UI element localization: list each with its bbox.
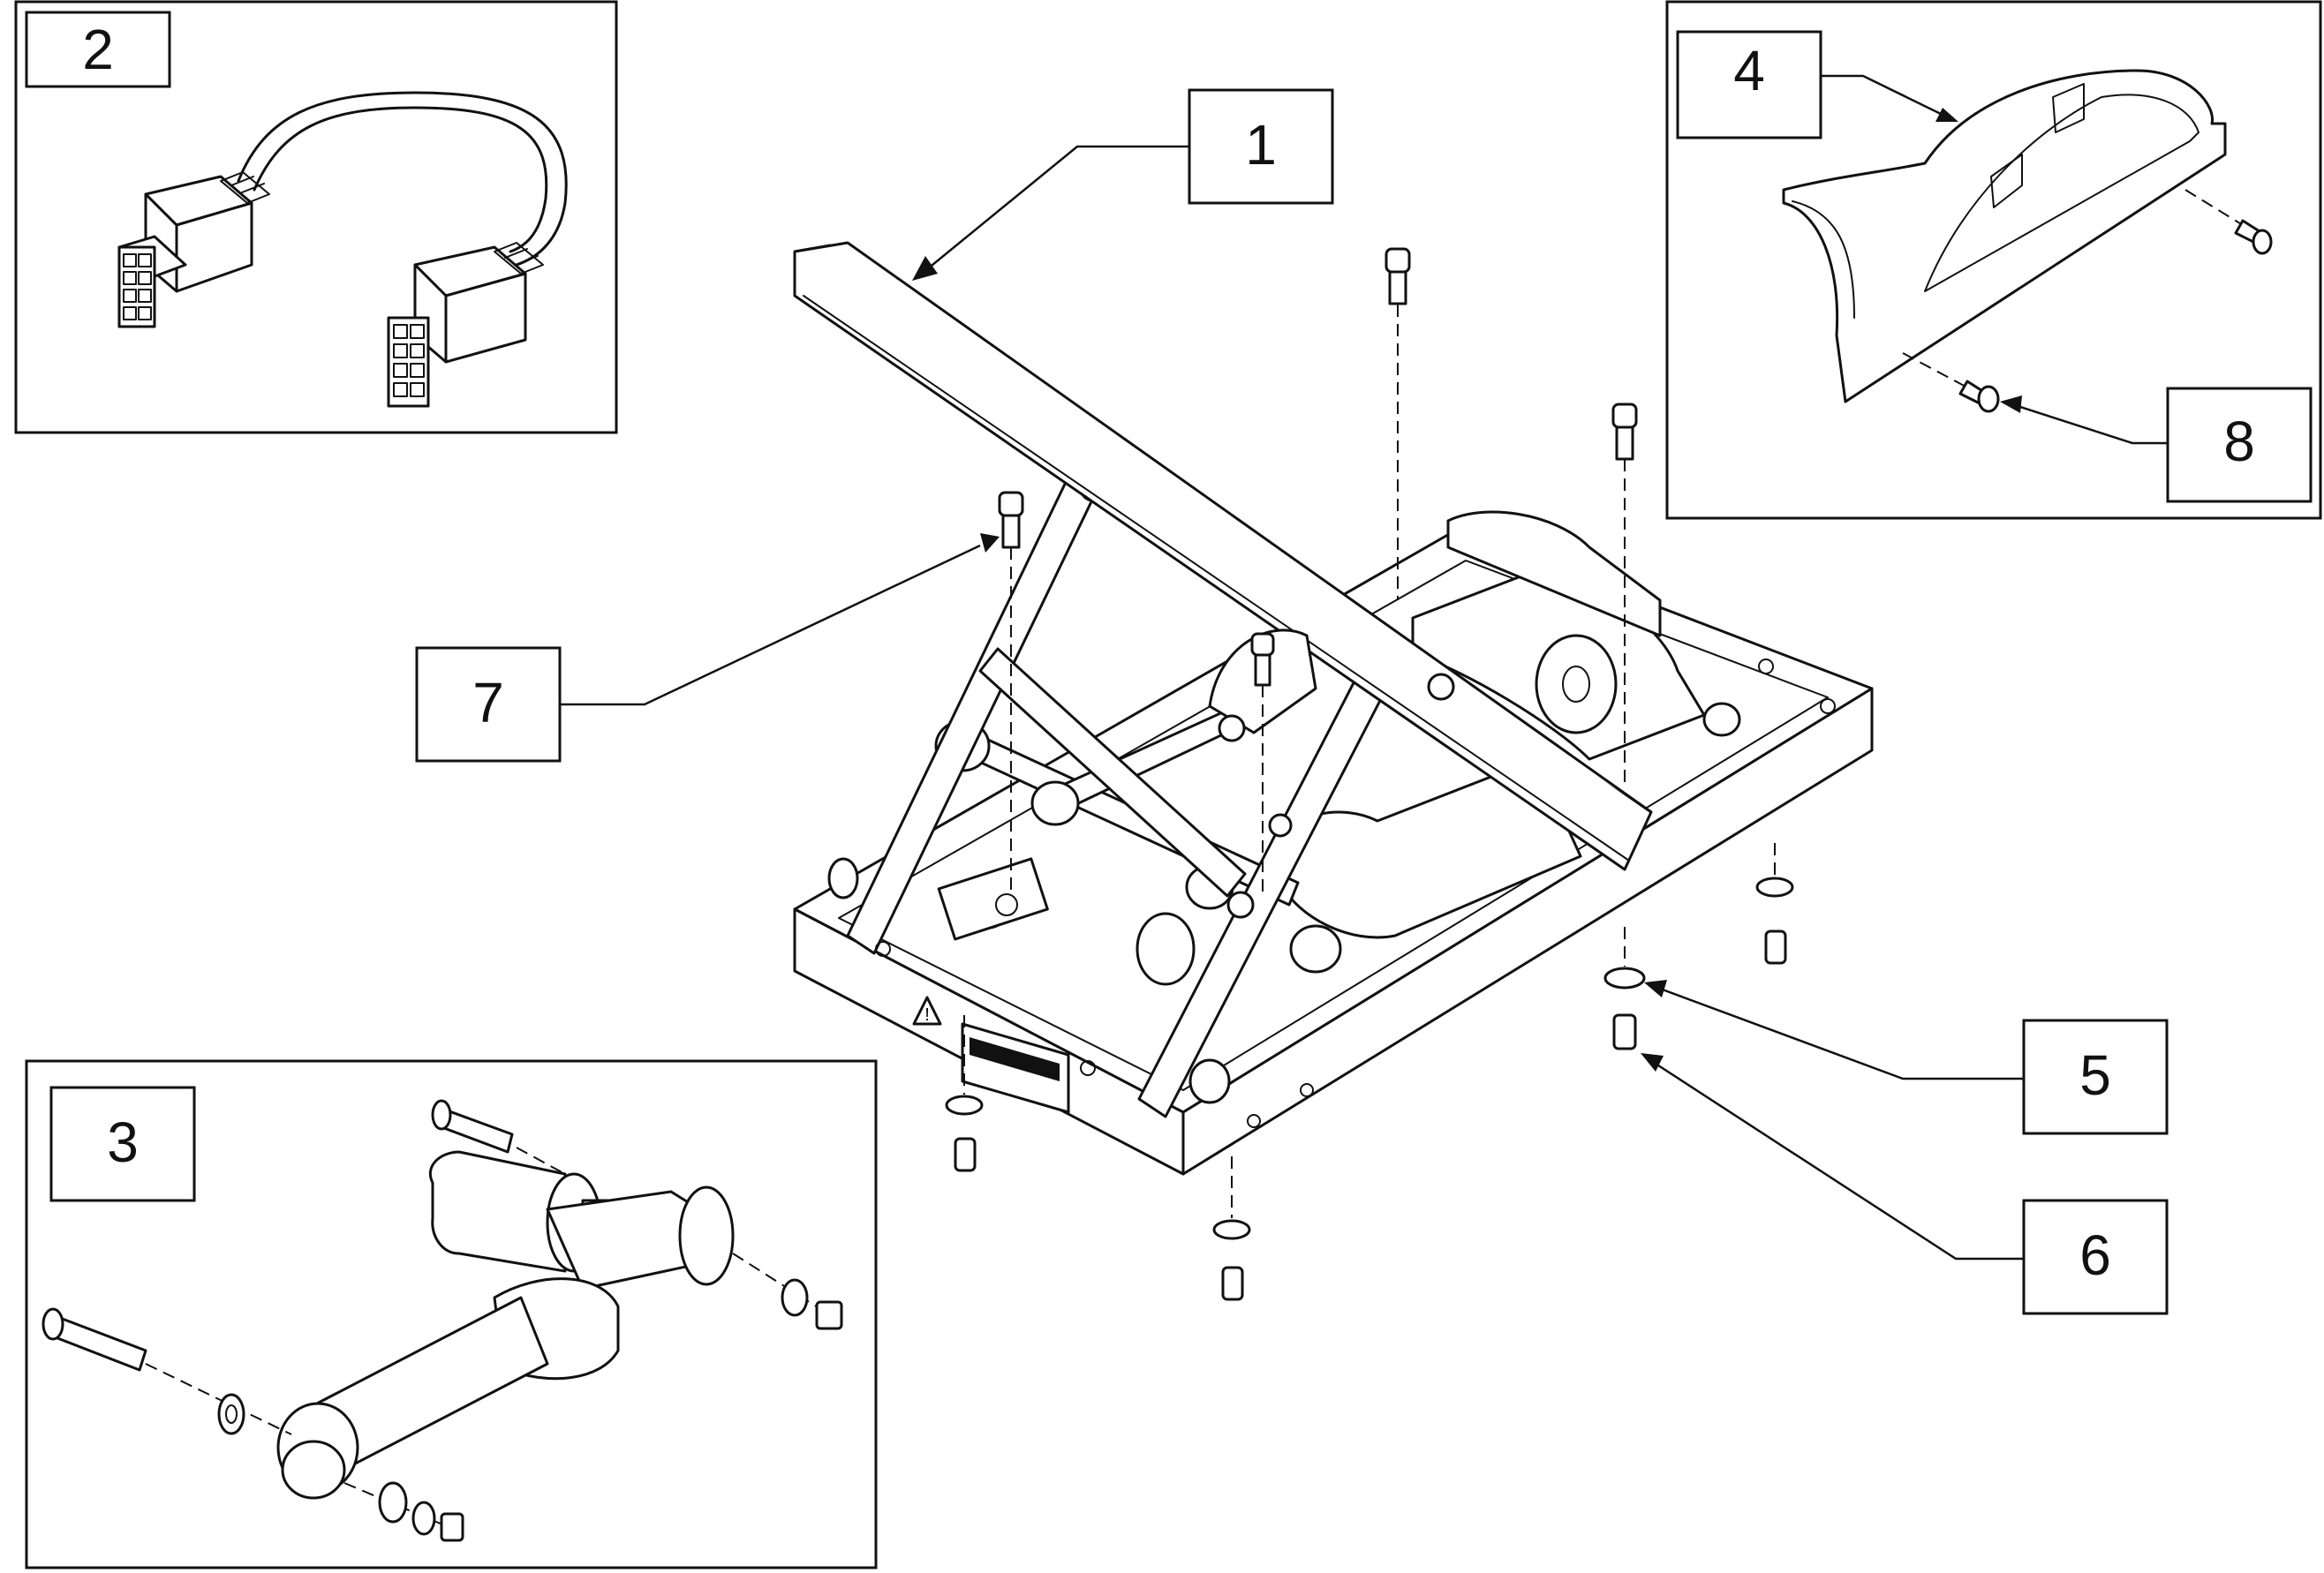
inset-3-actuator: 3 [25, 1059, 878, 1569]
svg-text:!: ! [924, 1005, 930, 1025]
screw-cover-right [2184, 189, 2273, 255]
callout-5-label: 5 [2079, 1043, 2111, 1107]
bottom-fastener-middle [1212, 1156, 1251, 1301]
main-tilt-assembly: ! [415, 88, 2169, 1315]
screw-top-b [1611, 403, 1638, 786]
callout-1-label: 1 [1245, 113, 1277, 177]
callout-7-label: 7 [472, 671, 504, 734]
callout-6-label: 6 [2079, 1223, 2111, 1287]
bottom-fastener-front [945, 1015, 984, 1172]
pin-upper [431, 1099, 566, 1175]
screw-top-a [1385, 247, 1411, 600]
pin-lower [42, 1307, 292, 1435]
washer-lower-right [343, 1481, 464, 1542]
callout-4-label: 4 [1733, 39, 1765, 102]
screw-top-c [998, 491, 1024, 892]
callout-2-label: 2 [82, 18, 114, 81]
warning-triangle-icon [912, 996, 942, 1026]
callout-8-label: 8 [2223, 410, 2255, 473]
washer-lower-left [217, 1393, 245, 1435]
washer-upper-right [732, 1253, 843, 1330]
inset-2-wiring-harness: 2 [14, 0, 618, 434]
callout-3-label: 3 [107, 1110, 139, 1174]
screw-cover-left [1902, 352, 2000, 413]
connector-a [117, 171, 270, 328]
bottom-fastener-callout [1603, 927, 1646, 1050]
screw-top-d [1250, 632, 1275, 892]
connector-b [387, 242, 544, 408]
inset-4-cover: 4 8 [1665, 0, 2322, 520]
bottom-fastener-right [1755, 843, 1794, 965]
